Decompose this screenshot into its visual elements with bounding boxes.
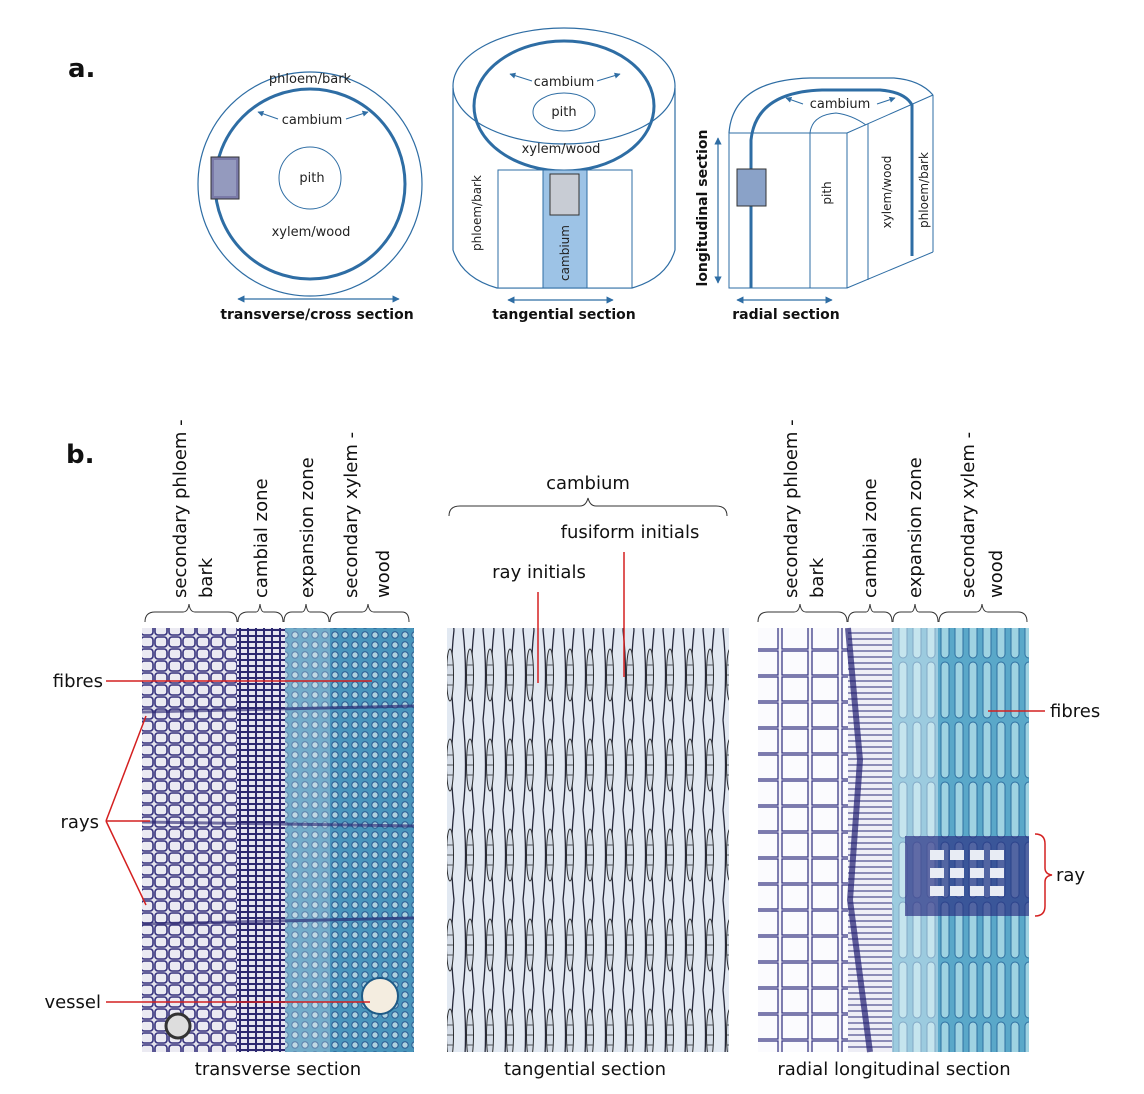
radial-section-caption: radial longitudinal section — [777, 1059, 1010, 1080]
transverse-section-caption: transverse section — [195, 1059, 361, 1080]
pith-label: pith — [820, 181, 834, 204]
front-face — [728, 132, 848, 289]
arrow-icon — [345, 110, 369, 120]
tangential-caption: tangential section — [492, 307, 635, 323]
sample-thumbnail — [736, 168, 767, 207]
radial-diagram: cambium pith xylem/wood phloem/bark long… — [695, 77, 934, 323]
xylem-wood-label: xylem/wood — [272, 225, 351, 240]
arrow-icon — [876, 96, 896, 105]
tangential-micrograph — [447, 628, 729, 1052]
cambium-label: cambium — [282, 113, 343, 128]
sample-thumbnail — [549, 173, 580, 216]
cambium-label: cambium — [534, 75, 595, 90]
vessel-cell — [361, 977, 399, 1015]
zone-label: cambial zone — [860, 478, 881, 598]
tangential-diagram: cambium pith xylem/wood phloem/bark camb… — [452, 27, 676, 323]
cylinder-top — [452, 27, 676, 145]
ray-initials-label: ray initials — [492, 562, 586, 583]
zone-label: secondary xylem - — [958, 432, 979, 598]
rays-pointer — [105, 715, 147, 822]
cambium-bracket-label: cambium — [546, 473, 630, 494]
xylem-wood-label: xylem/wood — [522, 142, 601, 157]
radial-caption: radial section — [732, 307, 840, 323]
cambium-strip-label: cambium — [558, 225, 572, 281]
zone-label: expansion zone — [905, 457, 926, 598]
panel-a-letter: a. — [68, 54, 95, 84]
ray-band — [905, 836, 1029, 916]
zone-label: wood — [986, 550, 1007, 598]
cambium-bracket — [448, 497, 728, 517]
zone-label: secondary phloem - — [170, 419, 191, 598]
phloem-bark-label: phloem/bark — [470, 175, 484, 251]
fibres-label: fibres — [53, 671, 103, 692]
fusiform-initials-label: fusiform initials — [561, 522, 700, 543]
zone-label: cambial zone — [251, 478, 272, 598]
cambium-line — [749, 88, 914, 288]
zone-label: bark — [196, 557, 217, 598]
zone-label: secondary phloem - — [781, 419, 802, 598]
pith-label: pith — [551, 105, 576, 120]
phloem-bark-label: phloem/bark — [917, 152, 931, 228]
arrow-icon — [596, 72, 621, 82]
zone-label: bark — [807, 557, 828, 598]
arrow-icon — [509, 72, 533, 82]
zone-label: wood — [373, 550, 394, 598]
ray-bracket — [1034, 833, 1053, 917]
pith-label: pith — [299, 171, 324, 186]
transverse-caption: transverse/cross section — [220, 307, 413, 323]
arrow-icon — [785, 96, 804, 105]
transverse-micrograph — [141, 628, 415, 1052]
transverse-annotations: fibres rays vessel transverse section — [44, 671, 372, 1080]
radial-zone-brackets: secondary phloem - bark cambial zone exp… — [757, 419, 1028, 623]
longitudinal-label: longitudinal section — [695, 130, 711, 287]
rays-label: rays — [61, 812, 99, 833]
cambium-label: cambium — [810, 97, 871, 112]
radial-micrograph — [758, 627, 1029, 1053]
tangential-annotations: cambium fusiform initials ray initials t… — [448, 473, 728, 1080]
vessel-label: vessel — [44, 992, 101, 1013]
zone-label: secondary xylem - — [341, 432, 362, 598]
rays-pointer — [105, 820, 147, 906]
transverse-zone-brackets: secondary phloem - bark cambial zone exp… — [144, 419, 410, 623]
zone-label: expansion zone — [297, 457, 318, 598]
transverse-diagram: phloem/bark cambium pith xylem/wood tran… — [197, 71, 423, 323]
panel-b-letter: b. — [66, 440, 95, 470]
tangential-section-caption: tangential section — [504, 1059, 666, 1080]
pith-circle — [278, 146, 342, 210]
phloem-bark-label: phloem/bark — [269, 72, 352, 87]
radial-annotations: fibres ray radial longitudinal section — [777, 701, 1100, 1080]
fibres-label: fibres — [1050, 701, 1100, 722]
ray-label: ray — [1056, 865, 1085, 886]
xylem-wood-label: xylem/wood — [880, 156, 894, 229]
arrow-icon — [257, 110, 279, 120]
